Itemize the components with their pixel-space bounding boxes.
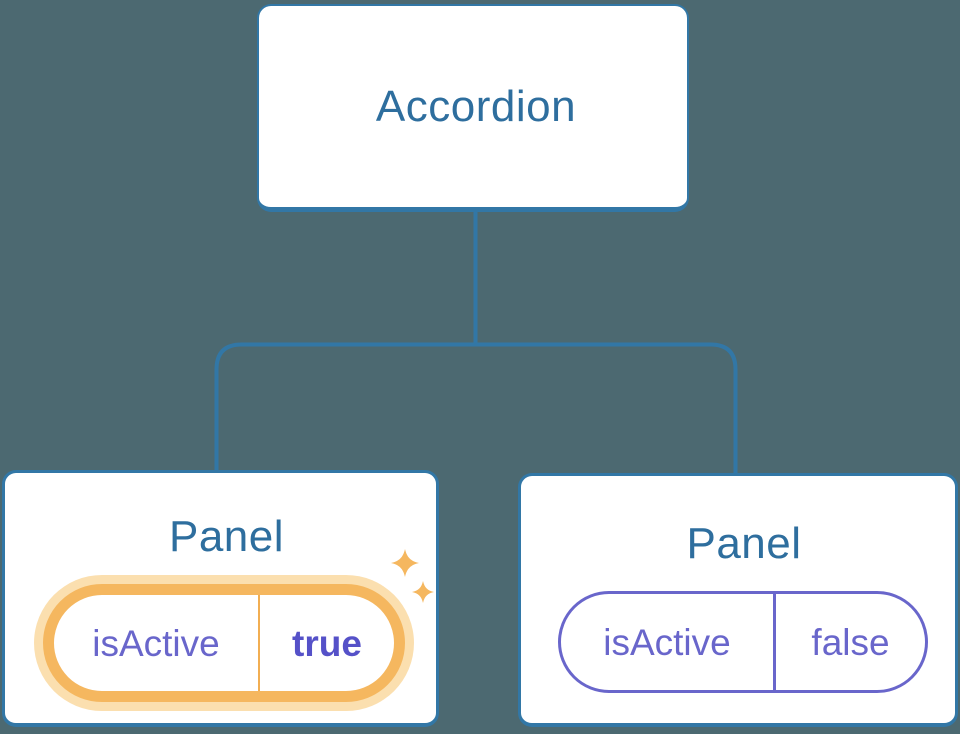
panel-node-active: Panel isActive true [2,470,439,727]
panel-node-inactive: Panel isActive false [518,473,958,727]
state-pill-active: isActive true [43,584,405,702]
state-prop-name: isActive [603,621,731,663]
pill-divider [773,594,776,690]
accordion-node-label: Accordion [375,81,577,131]
panel-node-title: Panel [686,519,802,568]
state-prop-name: isActive [92,622,220,664]
sparkle-icon [412,581,434,603]
pill-divider [258,595,260,691]
connector-branch [214,342,738,474]
state-prop-value: true [292,622,362,664]
sparkle-icon [391,549,419,577]
accordion-node: Accordion [257,4,689,212]
state-pill-inactive: isActive false [558,591,928,693]
panel-node-title: Panel [168,512,285,561]
state-prop-value: false [811,621,890,663]
